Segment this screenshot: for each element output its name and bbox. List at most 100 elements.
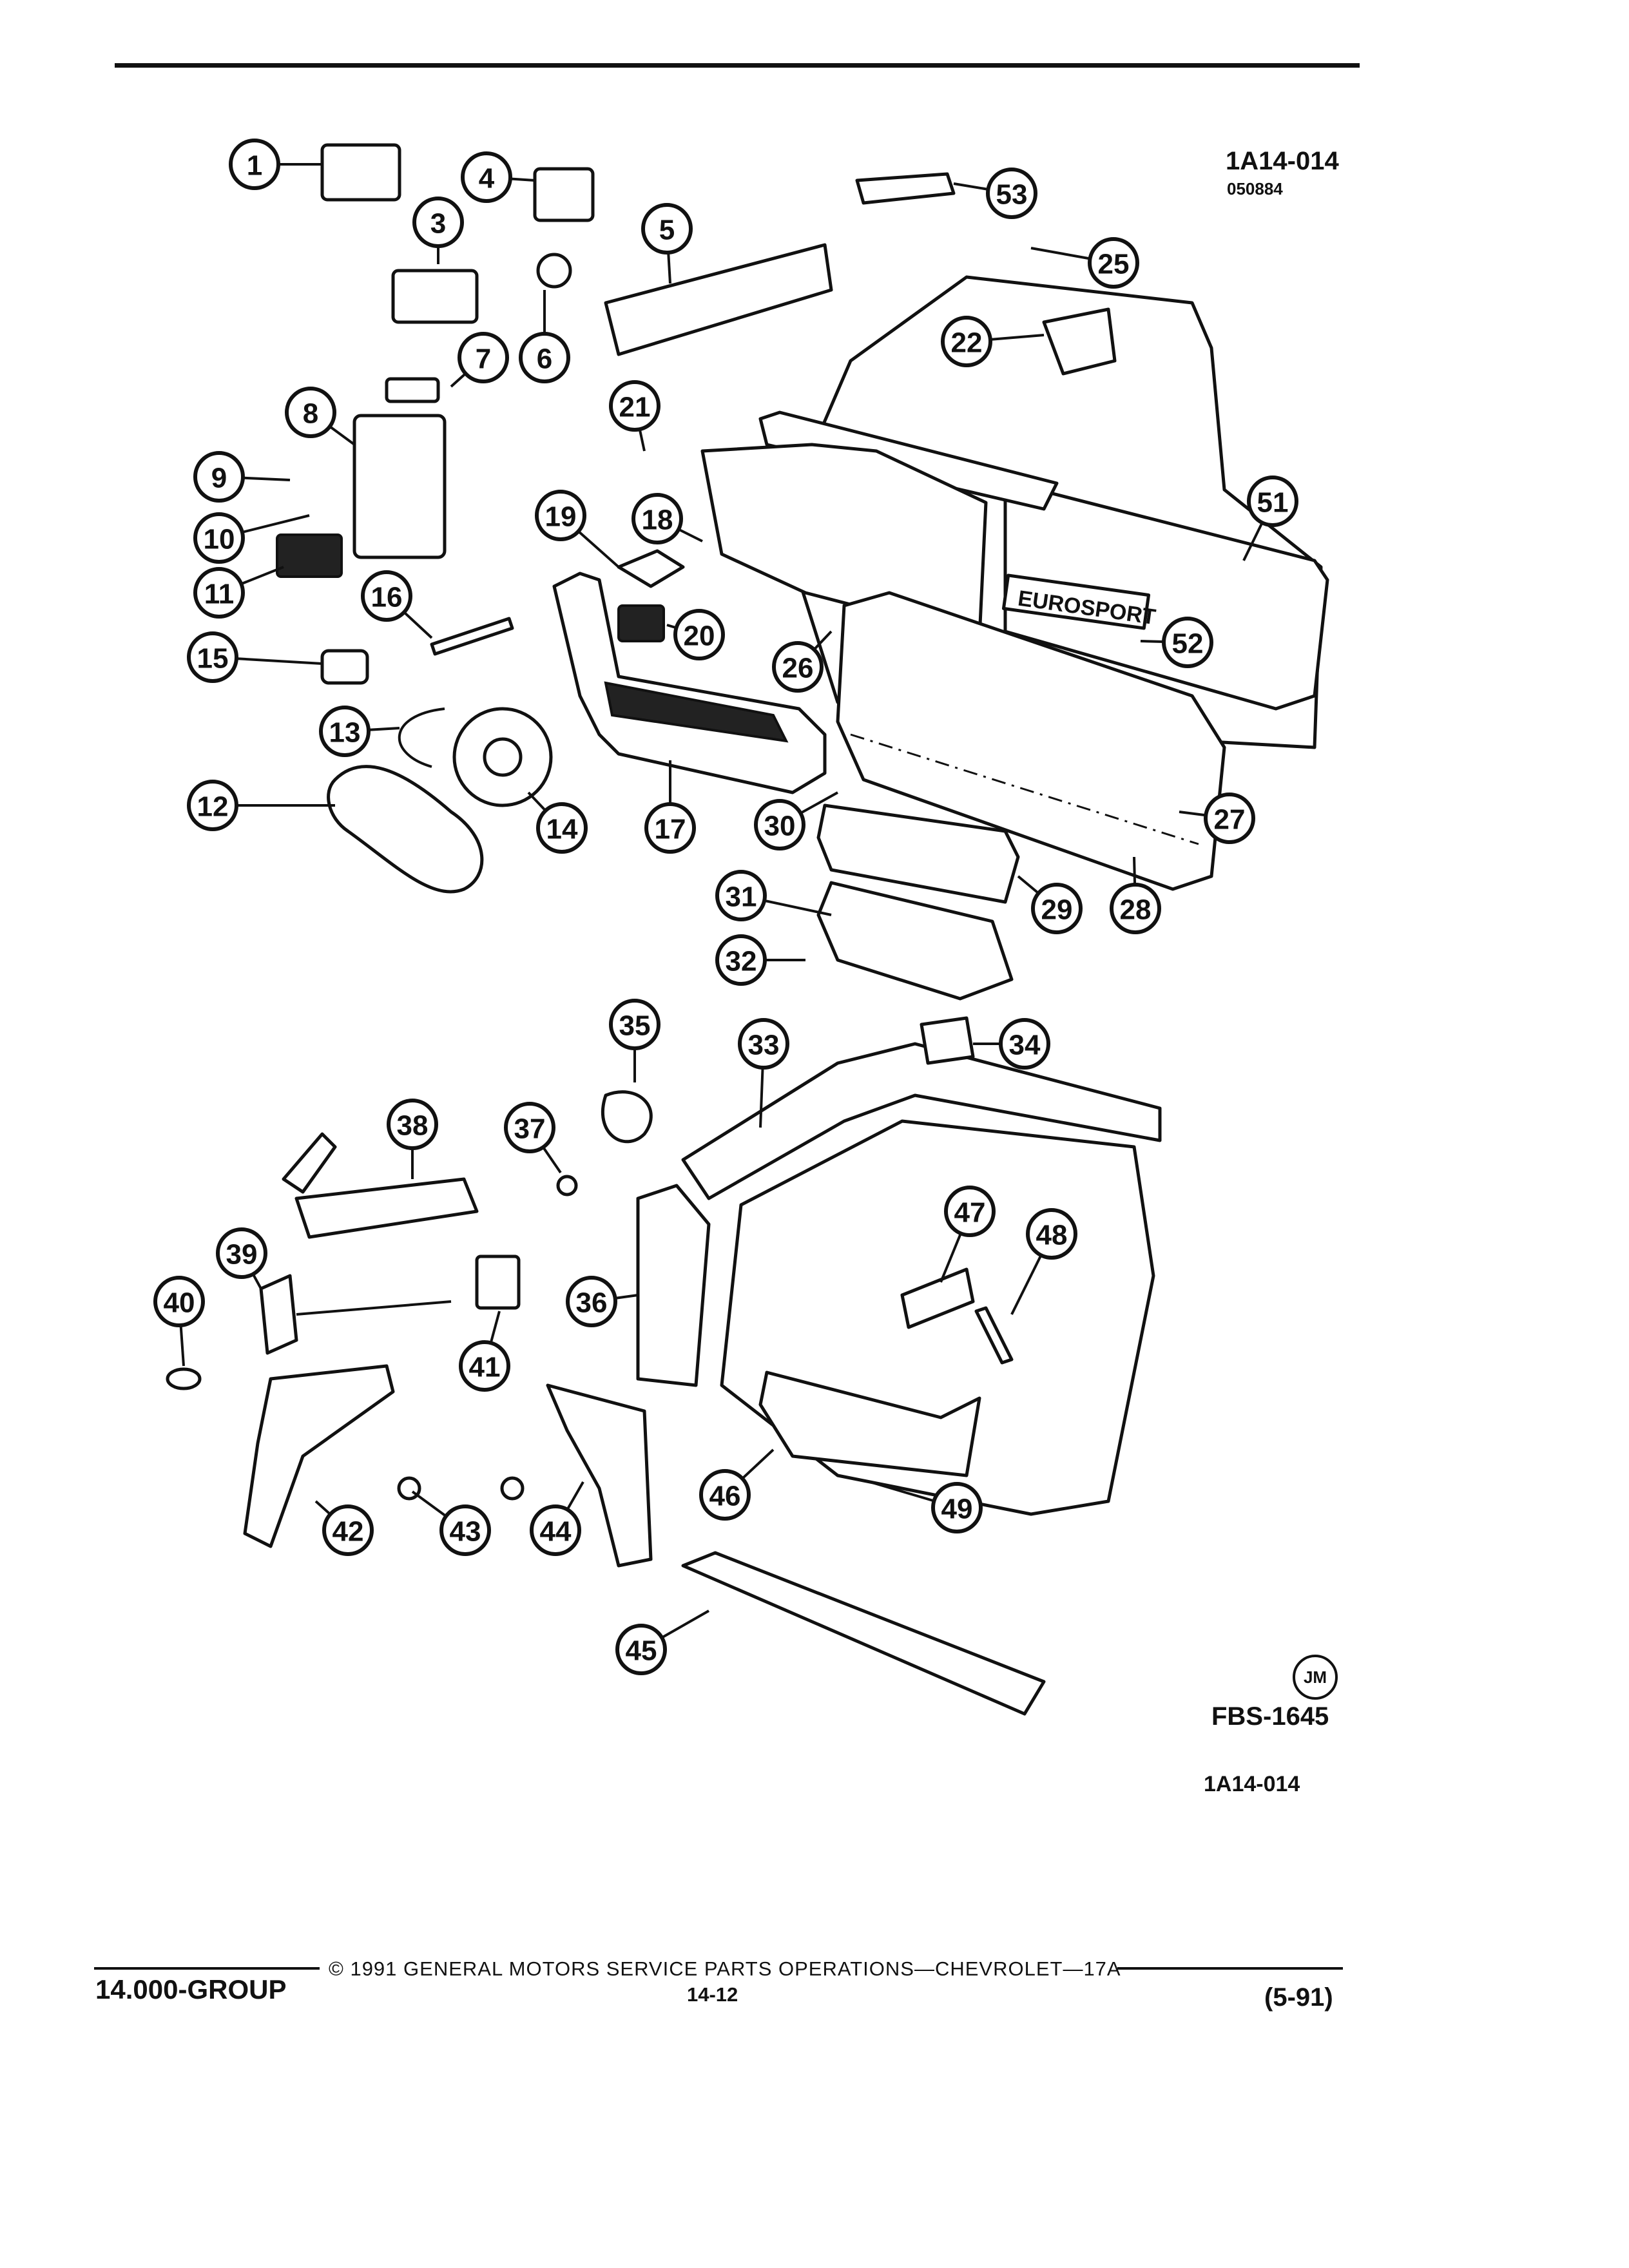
plug-40 (166, 1367, 202, 1390)
armrest-molding-51 (1003, 488, 1329, 711)
callout-circle-40 (153, 1276, 205, 1327)
figure-id: FBS-1645 (1211, 1702, 1329, 1731)
callout-circle-13 (319, 706, 371, 757)
switch-panel-5 (604, 243, 833, 356)
callout-label-38: 38 (397, 1110, 429, 1142)
bracket-22 (1042, 307, 1117, 376)
rearview-mirror-38 (294, 1177, 479, 1239)
bezel-4 (533, 167, 595, 222)
footer-rule-left (94, 1967, 320, 1970)
artist-mark: JM (1293, 1655, 1338, 1700)
callout-label-18: 18 (642, 505, 673, 536)
callout-38: 38 (387, 1099, 438, 1150)
callout-label-33: 33 (748, 1030, 780, 1061)
callout-27: 27 (1204, 793, 1255, 844)
callout-41: 41 (459, 1340, 510, 1392)
callout-7: 7 (458, 332, 509, 383)
diagram-date-code: 050884 (1227, 179, 1283, 198)
callout-51: 51 (1247, 476, 1298, 527)
callout-circle-12 (187, 780, 238, 831)
callout-37: 37 (504, 1102, 555, 1153)
callout-40: 40 (153, 1276, 205, 1327)
callout-label-44: 44 (540, 1516, 572, 1548)
callout-36: 36 (566, 1276, 617, 1327)
callout-label-27: 27 (1214, 804, 1246, 836)
callout-circle-47 (944, 1186, 996, 1237)
armrest-base-31 (816, 881, 1014, 1001)
bracket-34 (920, 1016, 975, 1065)
callout-circle-41 (459, 1340, 510, 1392)
callout-6: 6 (519, 332, 570, 383)
callout-circle-20 (673, 609, 725, 660)
bezel-19 (617, 549, 685, 588)
callout-circle-38 (387, 1099, 438, 1150)
callout-circle-43 (439, 1504, 491, 1556)
door-trim-upper-rail (758, 410, 1059, 511)
callout-circle-25 (1088, 237, 1139, 289)
callout-circle-30 (754, 799, 805, 850)
callout-9: 9 (193, 451, 245, 503)
callout-circle-46 (699, 1469, 751, 1521)
callout-label-12: 12 (197, 791, 229, 823)
callout-44: 44 (530, 1504, 581, 1556)
callout-circle-27 (1204, 793, 1255, 844)
bezel-1 (320, 143, 401, 202)
callout-label-5: 5 (659, 215, 675, 246)
callout-label-4: 4 (479, 163, 495, 195)
door-trim-body (700, 443, 988, 640)
bracket-53 (855, 172, 956, 205)
callout-label-8: 8 (303, 398, 318, 430)
callout-circle-16 (361, 570, 412, 622)
callout-5: 5 (641, 203, 693, 255)
clip-7 (385, 377, 440, 403)
callout-circle-33 (738, 1018, 789, 1070)
callout-label-34: 34 (1009, 1030, 1041, 1061)
callout-circle-14 (536, 802, 588, 854)
callout-label-22: 22 (951, 327, 983, 359)
callout-17: 17 (644, 802, 696, 854)
callout-circle-26 (772, 641, 824, 693)
callout-label-19: 19 (545, 501, 577, 533)
callout-circle-29 (1031, 883, 1083, 934)
callout-48: 48 (1026, 1208, 1077, 1260)
knob-15 (320, 649, 369, 685)
lock-knob-20 (617, 604, 665, 642)
bezel-3 (391, 269, 479, 324)
callout-53: 53 (986, 168, 1037, 219)
eurosport-emblem-52 (1001, 573, 1151, 630)
callout-circle-28 (1110, 883, 1161, 934)
callout-8: 8 (285, 387, 336, 438)
cable-39 (296, 1300, 452, 1316)
callout-label-3: 3 (430, 208, 446, 240)
callout-label-11: 11 (204, 579, 235, 610)
callout-4: 4 (461, 151, 512, 203)
callout-label-21: 21 (619, 392, 651, 423)
fastener-43b (500, 1476, 525, 1501)
part-drawings: EUROSPORT (166, 143, 1329, 1716)
callout-label-29: 29 (1041, 894, 1073, 926)
callout-26: 26 (772, 641, 824, 693)
callout-label-10: 10 (204, 524, 235, 555)
callout-circle-4 (461, 151, 512, 203)
callout-label-37: 37 (514, 1113, 546, 1145)
callout-label-39: 39 (226, 1239, 258, 1271)
callout-label-48: 48 (1036, 1220, 1068, 1251)
callout-circle-37 (504, 1102, 555, 1153)
grommet-35 (601, 1090, 653, 1144)
footer-group: 14.000-GROUP (95, 1974, 287, 2004)
mirror-control-bezel-8 (352, 414, 447, 559)
kick-panel-44 (546, 1383, 653, 1568)
callout-circle-15 (187, 631, 238, 683)
hinge-39 (259, 1274, 298, 1355)
callout-22: 22 (941, 316, 992, 367)
callout-circle-49 (931, 1482, 983, 1533)
footer-rule-right (1117, 1967, 1343, 1970)
callout-circle-18 (631, 493, 683, 544)
callout-label-28: 28 (1120, 894, 1152, 926)
crank-clip-13 (398, 707, 445, 768)
callout-13: 13 (319, 706, 371, 757)
callout-label-17: 17 (655, 814, 686, 845)
callout-label-45: 45 (626, 1635, 657, 1667)
callout-29: 29 (1031, 883, 1083, 934)
callout-circle-52 (1162, 617, 1213, 668)
